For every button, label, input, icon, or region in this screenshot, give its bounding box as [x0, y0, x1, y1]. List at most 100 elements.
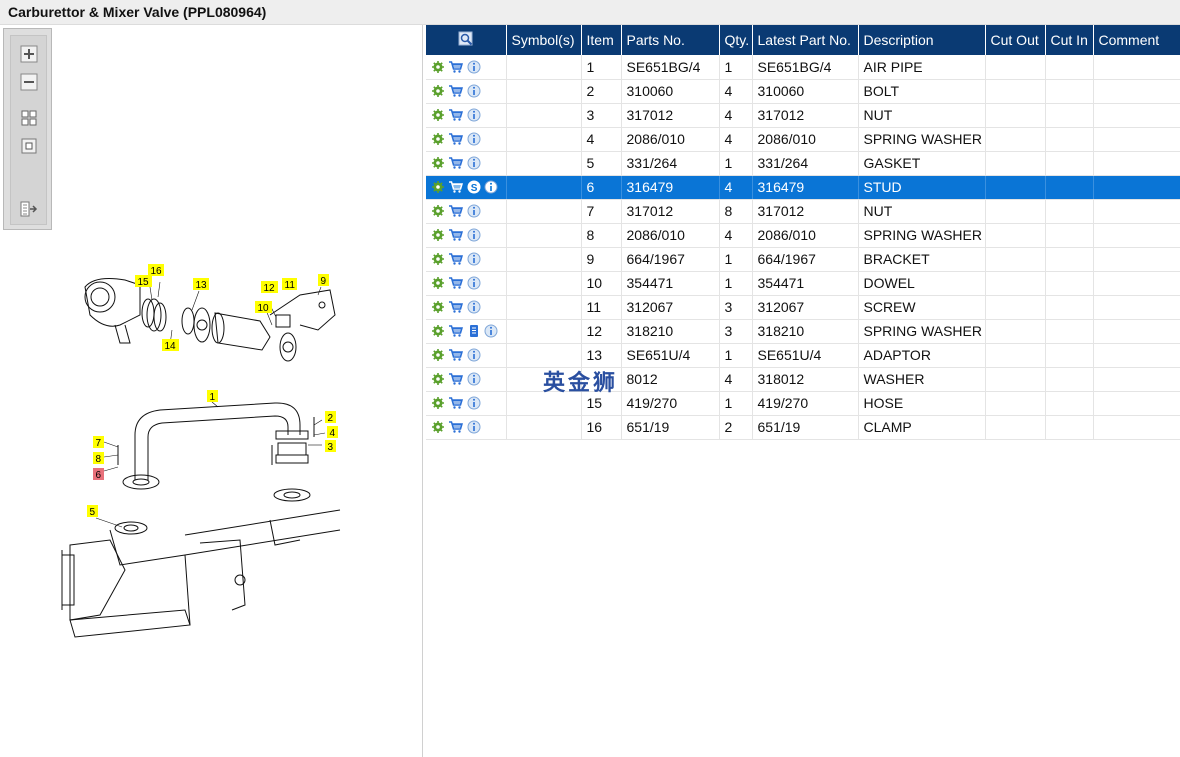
cart-icon[interactable] [448, 396, 464, 410]
row-actions-cell [426, 247, 507, 272]
cart-icon[interactable] [448, 372, 464, 386]
info-icon[interactable] [484, 180, 498, 194]
cut-in-cell [1045, 79, 1094, 104]
info-icon[interactable] [467, 60, 481, 74]
exploded-parts-diagram[interactable]: 1 2 3 4 5 6 7 8 9 10 11 12 13 14 15 16 [0, 25, 423, 757]
column-header-cut-out[interactable]: Cut Out [985, 25, 1046, 55]
item-cell: 3 [581, 103, 622, 128]
info-icon[interactable] [467, 276, 481, 290]
gear-icon[interactable] [431, 348, 445, 362]
zoom-out-button[interactable] [19, 72, 39, 92]
info-icon[interactable] [467, 372, 481, 386]
gear-icon[interactable] [431, 252, 445, 266]
column-header-description[interactable]: Description [858, 25, 986, 55]
cart-icon[interactable] [448, 228, 464, 242]
symbol-s-icon[interactable]: S [467, 180, 481, 194]
column-header-symbol[interactable]: Symbol(s) [506, 25, 582, 55]
column-header-cut-in[interactable]: Cut In [1045, 25, 1094, 55]
info-icon[interactable] [467, 300, 481, 314]
info-icon[interactable] [467, 228, 481, 242]
cart-icon[interactable] [448, 348, 464, 362]
info-icon[interactable] [467, 348, 481, 362]
gear-icon[interactable] [431, 300, 445, 314]
info-icon[interactable] [467, 420, 481, 434]
document-icon[interactable] [467, 324, 481, 338]
info-icon[interactable] [467, 204, 481, 218]
column-header-comment[interactable]: Comment [1093, 25, 1180, 55]
info-icon[interactable] [467, 108, 481, 122]
column-header-parts-no[interactable]: Parts No. [621, 25, 720, 55]
info-icon[interactable] [467, 132, 481, 146]
parts-no-cell: 310060 [621, 79, 720, 104]
cart-icon[interactable] [448, 108, 464, 122]
export-button[interactable] [19, 199, 39, 219]
gear-icon[interactable] [431, 228, 445, 242]
gear-icon[interactable] [431, 372, 445, 386]
info-icon[interactable] [467, 84, 481, 98]
qty-cell: 1 [719, 55, 753, 80]
cart-icon[interactable] [448, 60, 464, 74]
gear-icon[interactable] [431, 420, 445, 434]
fit-all-button[interactable] [19, 108, 39, 128]
cart-icon[interactable] [448, 420, 464, 434]
cart-icon[interactable] [448, 84, 464, 98]
column-header-item[interactable]: Item [581, 25, 622, 55]
gear-icon[interactable] [431, 132, 445, 146]
svg-text:5: 5 [90, 507, 96, 518]
svg-text:8: 8 [96, 454, 102, 465]
column-header-latest-part-no[interactable]: Latest Part No. [752, 25, 859, 55]
cart-icon[interactable] [448, 180, 464, 194]
diagram-pane[interactable]: 1 2 3 4 5 6 7 8 9 10 11 12 13 14 15 16 [0, 25, 423, 757]
description-cell: BOLT [858, 79, 986, 104]
cart-icon[interactable] [448, 156, 464, 170]
column-header-icons[interactable] [426, 25, 507, 55]
gear-icon[interactable] [431, 156, 445, 170]
gear-icon[interactable] [431, 396, 445, 410]
fit-window-button[interactable] [19, 136, 39, 156]
cart-icon[interactable] [448, 132, 464, 146]
cart-icon[interactable] [448, 324, 464, 338]
cart-icon[interactable] [448, 300, 464, 314]
cut-in-cell [1045, 151, 1094, 176]
info-icon[interactable] [467, 156, 481, 170]
gear-icon[interactable] [431, 324, 445, 338]
description-cell: GASKET [858, 151, 986, 176]
comment-cell [1093, 415, 1180, 440]
gear-icon[interactable] [431, 60, 445, 74]
info-icon[interactable] [484, 324, 498, 338]
column-header-qty[interactable]: Qty. [719, 25, 753, 55]
gear-icon[interactable] [431, 204, 445, 218]
info-icon[interactable] [467, 396, 481, 410]
gear-icon[interactable] [431, 84, 445, 98]
item-cell: 4 [581, 127, 622, 152]
zoom-in-button[interactable] [19, 44, 39, 64]
cart-icon[interactable] [448, 252, 464, 266]
qty-cell: 1 [719, 271, 753, 296]
gear-icon[interactable] [431, 276, 445, 290]
symbol-cell [506, 415, 582, 440]
info-icon[interactable] [467, 252, 481, 266]
cart-icon[interactable] [448, 276, 464, 290]
description-cell: SPRING WASHER [858, 223, 986, 248]
row-actions-cell: S [426, 175, 507, 200]
gear-icon[interactable] [431, 180, 445, 194]
cart-icon[interactable] [448, 204, 464, 218]
gear-icon[interactable] [431, 108, 445, 122]
qty-cell: 3 [719, 319, 753, 344]
